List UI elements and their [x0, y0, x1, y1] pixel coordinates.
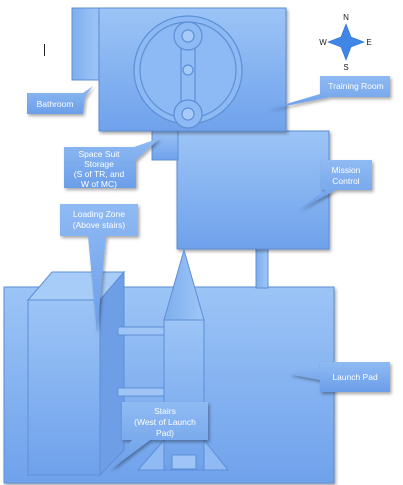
compass-e: E: [366, 38, 371, 47]
rocket-structure: [117, 248, 230, 471]
compass-w: W: [319, 38, 327, 47]
compass-s: S: [343, 63, 348, 72]
label-mission-control-1: Mission: [332, 165, 361, 175]
label-space-suit-storage-2: Storage: [84, 159, 114, 169]
label-loading-zone-2: (Above stairs): [73, 220, 126, 230]
callout-bathroom: Bathroom: [27, 86, 93, 114]
callout-space-suit-storage: Space Suit Storage (S of TR, and W of MC…: [64, 138, 160, 189]
label-stairs-2: (West of Launch: [134, 417, 196, 427]
callout-mission-control: Mission Control: [298, 160, 372, 210]
text-cursor: [44, 44, 45, 56]
centrifuge: [133, 15, 243, 129]
label-stairs-1: Stairs: [154, 406, 176, 416]
compass-n: N: [343, 13, 349, 22]
label-stairs-3: Pad): [156, 428, 174, 438]
callout-training-room: Training Room: [266, 76, 390, 110]
label-bathroom: Bathroom: [37, 99, 74, 109]
loading-zone-box: [26, 270, 126, 477]
label-launch-pad: Launch Pad: [332, 372, 378, 382]
callout-loading-zone: Loading Zone (Above stairs): [60, 204, 138, 333]
bathroom-room: [71, 7, 101, 81]
callout-stairs: Stairs (West of Launch Pad): [110, 402, 208, 470]
label-space-suit-storage-4: W of MC): [81, 179, 117, 189]
label-loading-zone-1: Loading Zone: [73, 209, 125, 219]
label-space-suit-storage-3: (S of TR, and: [74, 169, 125, 179]
label-space-suit-storage-1: Space Suit: [78, 149, 120, 159]
compass-star-icon: [327, 23, 365, 61]
label-training-room: Training Room: [328, 81, 383, 91]
compass-rose: N S E W: [319, 13, 371, 72]
callout-launch-pad: Launch Pad: [288, 362, 390, 392]
label-mission-control-2: Control: [332, 176, 360, 186]
space-suit-storage-room: [151, 129, 179, 161]
mission-control-room: [176, 130, 330, 250]
connector-pillar: [255, 247, 269, 289]
